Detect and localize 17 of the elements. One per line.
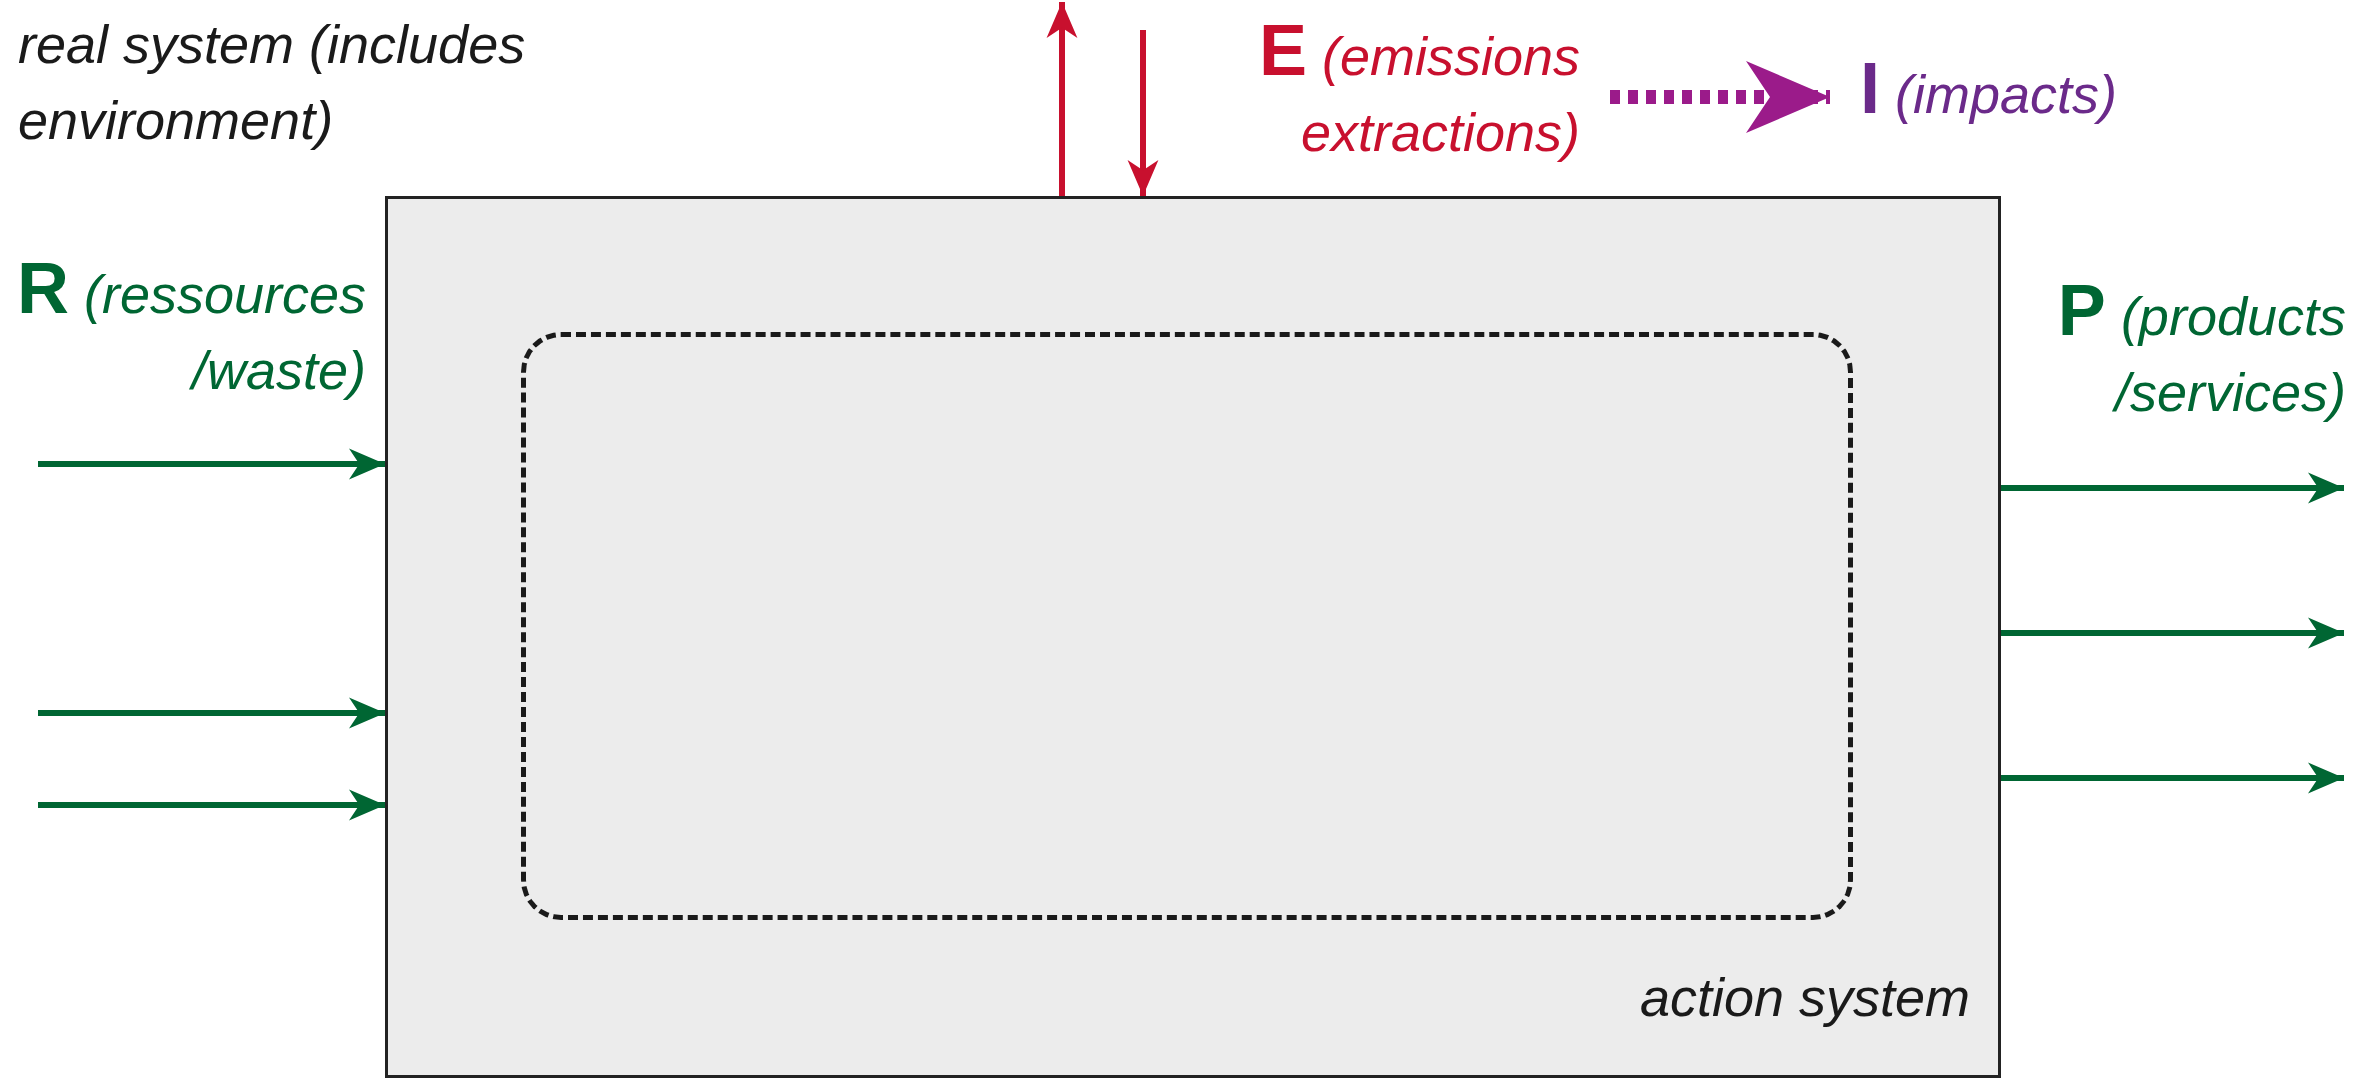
arrow <box>1127 30 1159 196</box>
system-label: real system (includes environment) <box>18 13 527 152</box>
arrow <box>1046 2 1078 196</box>
box-title: action system <box>1639 966 1970 1029</box>
flow-label: E (emissions extractions) <box>1180 12 1580 170</box>
arrow <box>38 448 385 480</box>
arrow <box>1610 61 1830 133</box>
arrow <box>38 789 385 821</box>
system-box <box>385 196 2001 1078</box>
arrow <box>38 697 385 729</box>
arrow <box>2001 617 2344 649</box>
flow-label: R (ressources /waste) <box>15 250 366 402</box>
dashed-boundary <box>521 332 1853 920</box>
arrow <box>2001 472 2344 504</box>
arrow <box>2001 762 2344 794</box>
flow-label: P (products /services) <box>2056 272 2346 424</box>
flow-label: I (impacts) <box>1860 50 2180 132</box>
